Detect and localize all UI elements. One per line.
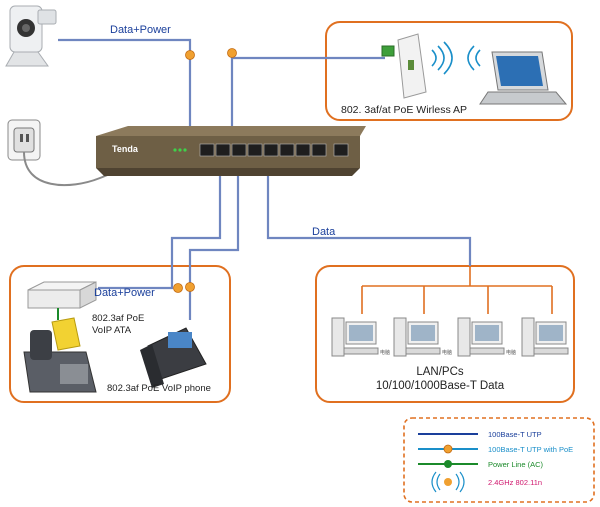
pc-2-icon: 电脑 — [393, 317, 452, 357]
pc-1-icon: 电脑 — [331, 317, 390, 357]
laptop-icon — [479, 51, 568, 105]
lan-group-box — [315, 265, 575, 403]
label-lan-line1: LAN/PCs — [416, 366, 464, 378]
label-left-data-power: Data+Power — [94, 287, 155, 299]
pc-4-icon — [521, 317, 569, 357]
ap-group-box — [325, 21, 573, 121]
legend: 100Base-T UTP 100Base-T UTP with PoE Pow… — [418, 430, 573, 493]
pc-3-icon: 电脑 — [457, 317, 516, 357]
wireless-ap-icon — [381, 33, 427, 99]
voip-ata-icon — [27, 281, 97, 309]
legend-item-poe: 100Base-T UTP with PoE — [418, 444, 573, 454]
legend-item-utp: 100Base-T UTP — [418, 430, 542, 439]
ip-camera-icon — [5, 5, 57, 67]
label-ap: 802. 3af/at PoE Wirless AP — [341, 104, 467, 116]
cable-ata — [98, 168, 222, 290]
label-ata-line2: VoIP ATA — [92, 325, 132, 336]
pc-3-tag: 电脑 — [506, 349, 516, 356]
label-phone: 802.3af PoE VoIP phone — [107, 383, 211, 394]
legend-item-wifi: 2.4GHz 802.11n — [431, 471, 542, 493]
lan-bus — [361, 266, 553, 314]
switch-ports — [199, 143, 349, 157]
legend-label-utp: 100Base-T UTP — [488, 430, 542, 439]
pc-2-tag: 电脑 — [442, 349, 452, 356]
switch-brand: Tenda — [112, 144, 139, 154]
fax-phone-icon — [23, 317, 97, 393]
ip-phone-icon — [140, 327, 207, 388]
pc-1-tag: 电脑 — [380, 349, 390, 356]
label-data: Data — [312, 226, 336, 238]
wifi-waves-icon — [431, 41, 481, 75]
legend-label-power: Power Line (AC) — [488, 460, 544, 469]
legend-item-power: Power Line (AC) — [418, 460, 544, 469]
legend-label-wifi: 2.4GHz 802.11n — [488, 478, 542, 487]
label-ata-line1: 802.3af PoE — [92, 313, 144, 324]
power-adapter-icon — [7, 119, 151, 187]
label-top-data-power: Data+Power — [110, 24, 171, 36]
cable-camera — [58, 38, 192, 140]
voip-group-box — [9, 265, 231, 403]
legend-box — [403, 417, 595, 503]
cable-ap — [230, 56, 385, 130]
cable-lan — [266, 168, 472, 266]
poe-markers — [173, 48, 237, 293]
legend-label-poe: 100Base-T UTP with PoE — [488, 445, 573, 454]
label-lan-line2: 10/100/1000Base-T Data — [376, 380, 505, 392]
poe-switch: Tenda — [96, 126, 366, 176]
